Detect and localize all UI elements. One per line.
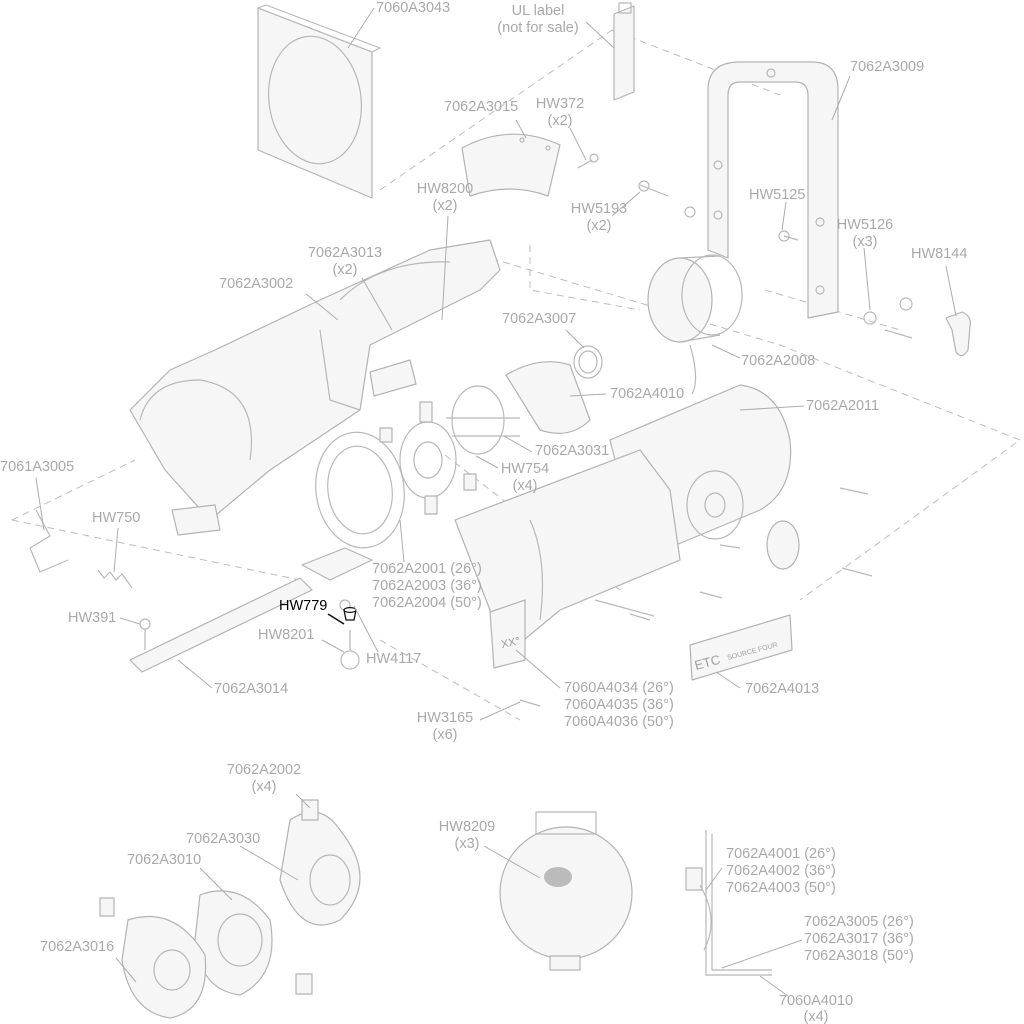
iris-slide-7062A3014 [129,577,313,673]
label-hw3165: HW3165 [416,710,474,726]
label-7062A2008: 7062A2008 [741,353,816,369]
label-ul: UL label [511,3,565,19]
label-7062A3017: 7062A3017 (36°) [804,931,914,947]
label-hw5193: HW5193 [570,201,628,217]
label-7062A3018: 7062A3018 (50°) [804,948,914,964]
label-7060A4010: 7060A4010 [778,993,854,1009]
label-hw754: HW754 [500,461,550,477]
label-7062A3005: 7062A3005 (26°) [804,914,914,930]
label-7061A3005: 7061A3005 [0,459,75,475]
label-7062A3010: 7062A3010 [127,852,202,868]
ul-label-part [613,2,635,101]
lens-tube [454,449,723,669]
label-7060A4036: 7060A4036 (50°) [564,714,674,730]
leader-lines [35,7,957,997]
label-7062A4003: 7062A4003 (50°) [726,880,836,896]
yoke [707,61,839,319]
label-hw4117: HW4117 [366,651,422,667]
label-7062A3013: 7062A3013 [307,245,383,261]
label-7062A3030: 7062A3030 [186,831,261,847]
highlighted-screw-hw779 [343,606,357,621]
label-7060A4010-qty: (x4) [803,1009,829,1024]
label-hw5126: HW5126 [836,217,894,233]
label-7062A2011: 7062A2011 [806,398,880,414]
label-7060A3043: 7060A3043 [376,0,451,16]
label-hw372: HW372 [535,96,585,112]
label-ul-note: (not for sale) [497,20,579,36]
etc-badge [689,614,793,681]
label-7062A3013-qty: (x2) [332,262,358,278]
shutter-templates [99,799,361,1019]
label-hw8200-qty: (x2) [432,198,458,214]
label-7062A2003: 7062A2003 (36°) [372,578,482,594]
label-7062A2004: 7062A2004 (50°) [372,595,482,611]
label-7060A4035: 7060A4035 (36°) [564,697,674,713]
label-7062A3015: 7062A3015 [444,99,519,115]
gate-plate-hw4117 [301,547,373,670]
screw-hw3165 [519,613,651,707]
lens-tube-mark: XX° [500,635,521,651]
label-hw754-qty: (x4) [512,478,538,494]
label-hw779: HW779 [279,598,328,614]
label-7062A3031: 7062A3031 [535,443,610,459]
label-hw5126-qty: (x3) [852,234,878,250]
label-7062A2002: 7062A2002 [226,762,302,778]
label-hw3165-qty: (x6) [432,727,458,743]
etc-logo-text: ETC [693,652,722,673]
label-7062A4002: 7062A4002 (36°) [726,863,836,879]
label-hw8209: HW8209 [438,819,496,835]
label-hw8209-qty: (x3) [454,836,480,852]
label-7062A2001: 7062A2001 (26°) [372,561,482,577]
shutter-assembly [315,385,520,549]
label-hw5193-qty: (x2) [586,218,612,234]
label-hw391: HW391 [68,610,117,626]
pattern-holder-disc [499,811,633,971]
label-7062A4010: 7062A4010 [610,386,685,402]
label-7062A2002-qty: (x4) [251,779,277,795]
label-7062A3009: 7062A3009 [850,59,925,75]
lamp-cap [647,254,743,395]
label-hw750: HW750 [92,510,141,526]
label-7062A4001: 7062A4001 (26°) [726,846,836,862]
label-hw372-qty: (x2) [547,113,573,129]
yoke-knob [863,297,971,357]
label-hw8200: HW8200 [416,181,474,197]
lens-bracket [685,830,772,976]
label-7062A3007: 7062A3007 [502,311,577,327]
label-7062A3014: 7062A3014 [214,681,289,697]
label-7060A4034: 7060A4034 (26°) [564,680,674,696]
top-cover [461,133,561,197]
color-frame [257,4,381,199]
label-hw8201: HW8201 [258,627,315,643]
spring-hw750 [97,569,133,589]
top-screws [577,153,799,242]
label-7062A3016: 7062A3016 [40,939,115,955]
main-housing [129,239,501,536]
label-7062A4013: 7062A4013 [745,681,820,697]
reflector [505,345,603,434]
label-hw5125: HW5125 [749,187,806,203]
shutter-rod [29,509,69,573]
label-7062A3002: 7062A3002 [219,276,294,292]
label-hw8144: HW8144 [911,246,968,262]
